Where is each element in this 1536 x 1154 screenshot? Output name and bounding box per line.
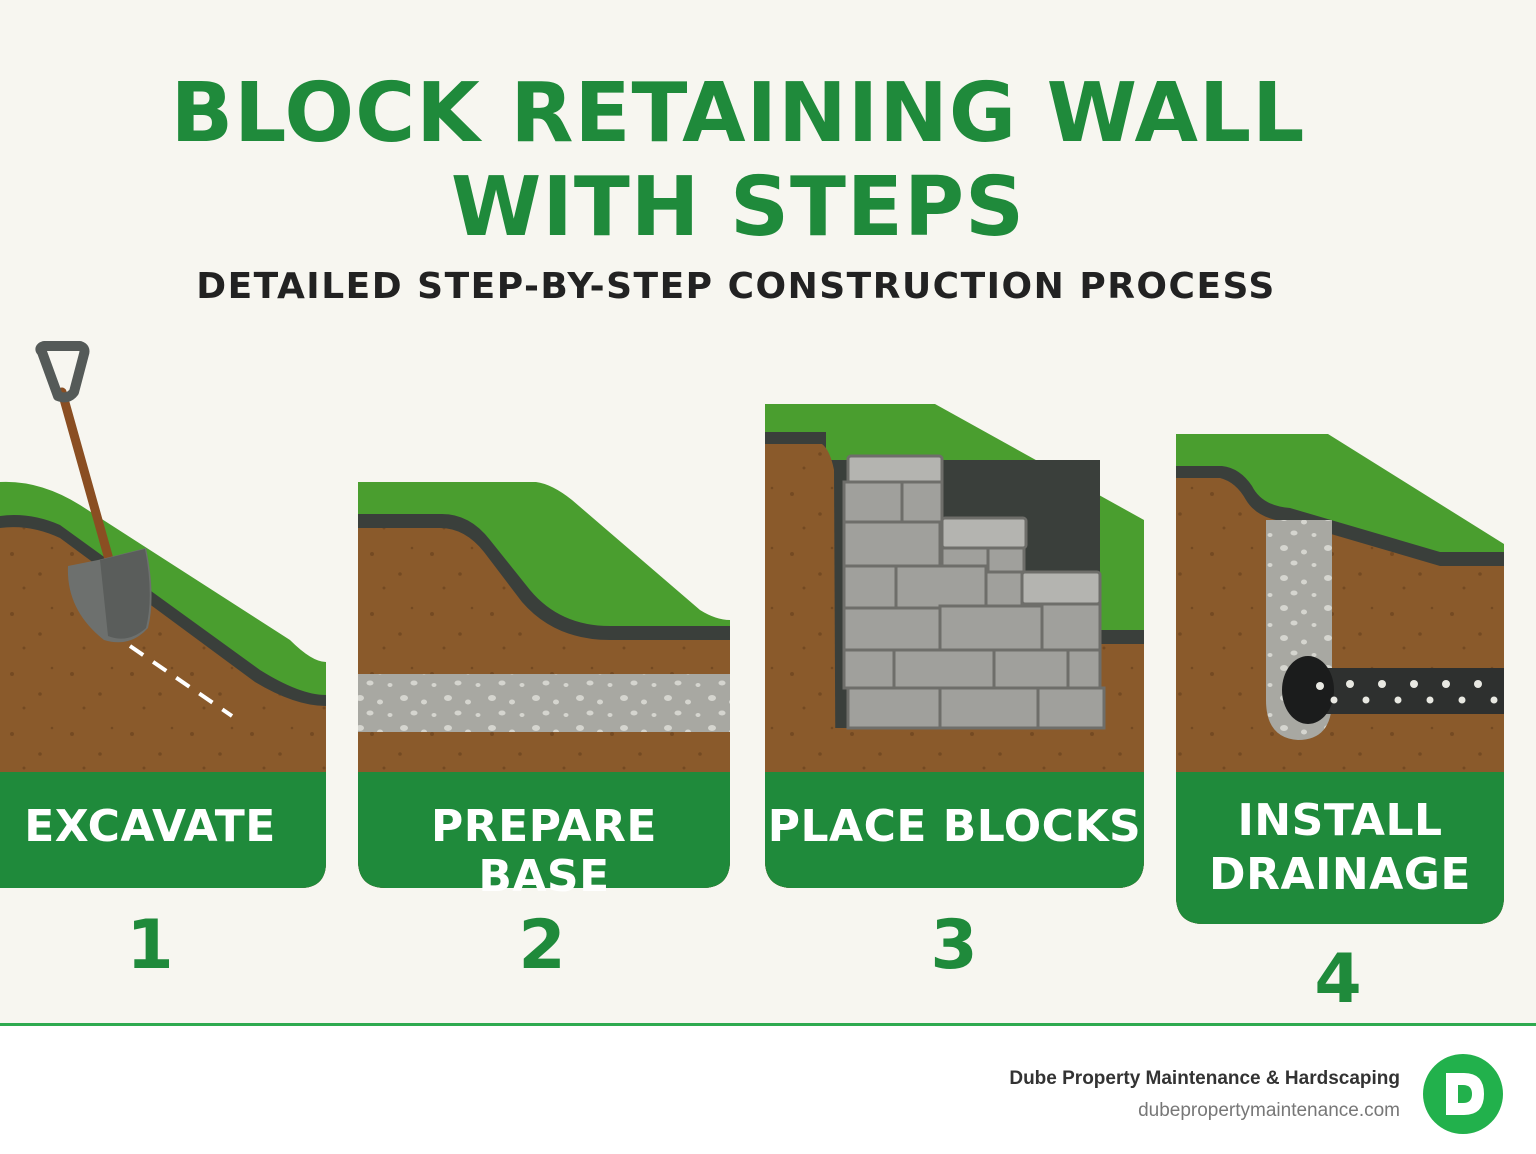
panel-excavate [0, 481, 326, 888]
step-4-label-line-2: DRAINAGE [1209, 849, 1471, 900]
panel-prepare-base [358, 482, 730, 888]
step-3-number: 3 [930, 906, 978, 985]
gravel-base [358, 674, 730, 732]
steps-illustration [0, 341, 1504, 924]
drain-pipe-illustration [1282, 656, 1504, 724]
label-band [0, 772, 326, 888]
footer [0, 1026, 1536, 1154]
website-link[interactable]: dubepropertymaintenance.com [1138, 1100, 1400, 1121]
title-line-2: WITH STEPS [450, 160, 1026, 255]
panel-place-blocks [765, 404, 1144, 888]
footer-divider [0, 1023, 1536, 1026]
step-4-number: 4 [1314, 940, 1362, 1019]
company-name: Dube Property Maintenance & Hardscaping [1009, 1068, 1400, 1089]
step-2-number: 2 [518, 906, 566, 985]
company-logo-icon [1423, 1054, 1503, 1134]
step-1-number: 1 [126, 906, 174, 985]
step-2-label: PREPARE BASE [431, 801, 657, 902]
title-line-1: BLOCK RETAINING WALL [170, 66, 1306, 161]
shovel-icon [35, 341, 152, 643]
block-wall [842, 454, 1106, 730]
excavation-line [128, 644, 234, 718]
panel-install-drainage [1176, 434, 1504, 924]
step-1-label: EXCAVATE [24, 801, 276, 852]
step-4-label-line-1: INSTALL [1237, 795, 1443, 846]
step-3-label: PLACE BLOCKS [767, 801, 1142, 852]
subtitle: DETAILED STEP-BY-STEP CONSTRUCTION PROCE… [196, 266, 1276, 307]
